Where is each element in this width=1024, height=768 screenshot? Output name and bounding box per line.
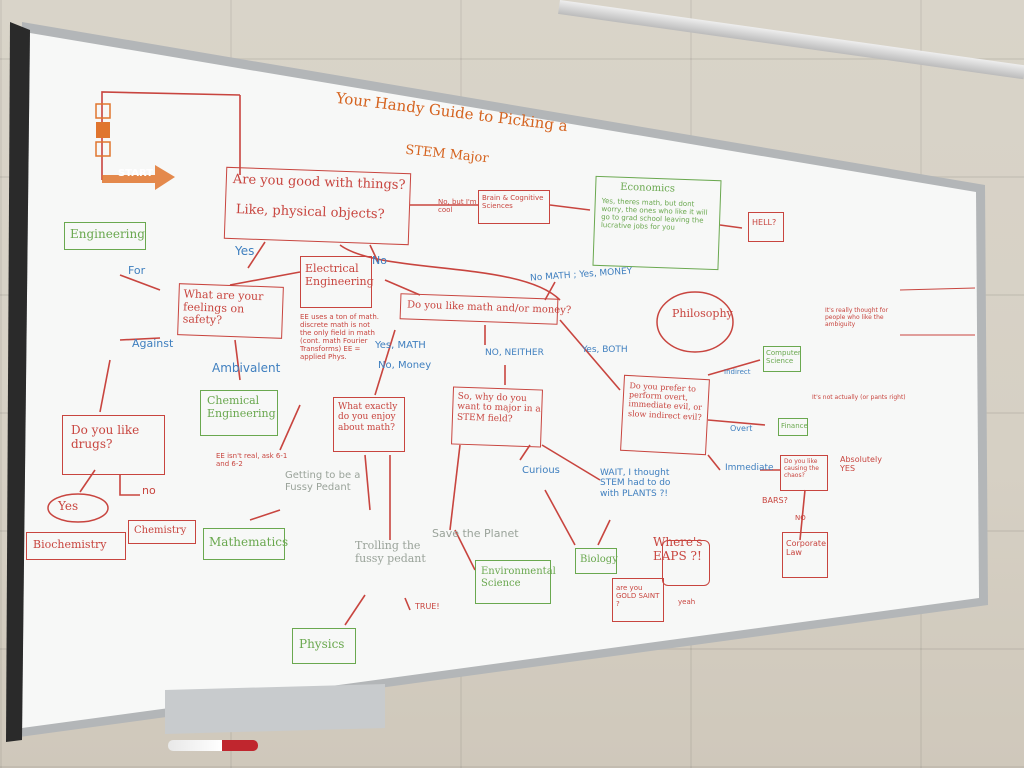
yeah-label: yeah	[678, 598, 696, 606]
against-label: Against	[132, 337, 174, 350]
engineering-box: Engineering	[64, 222, 146, 250]
wheres-eaps-label: Where's EAPS ?!	[653, 535, 703, 563]
economics-title: Economics	[620, 181, 676, 195]
gold-saint-box: are you GOLD SAINT ?	[612, 578, 664, 622]
start-icon-top	[95, 103, 111, 119]
immediate-label: Immediate	[725, 463, 774, 473]
chemistry-box: Chemistry	[128, 520, 196, 544]
things-question-line-2: Like, physical objects?	[235, 202, 385, 223]
for-label: For	[128, 264, 146, 277]
absolutely-yes: Absolutely YES	[840, 455, 882, 474]
safety-question: What are your feelings on safety?	[182, 287, 264, 327]
trolling-label: Trolling the fussy pedant	[355, 539, 426, 565]
math-money-question-box: Do you like math and/or money?	[399, 293, 571, 325]
math-money-question: Do you like math and/or money?	[406, 299, 572, 317]
environmental-box: Environmental Science	[475, 560, 556, 604]
corporate-law-box: Corporate Law	[782, 532, 828, 578]
overt-label: Overt	[730, 424, 753, 433]
mathematics-box: Mathematics	[203, 528, 289, 560]
wait-plants-note: WAIT, I thought STEM had to do with PLAN…	[600, 468, 671, 499]
why-stem-box: So, why do you want to major in a STEM f…	[451, 386, 543, 448]
evil-question-box: Do you prefer to perform overt, immediat…	[620, 374, 710, 456]
indirect-label: Indirect	[724, 368, 751, 376]
start-icon-mid	[96, 122, 110, 138]
yes-circle	[47, 493, 109, 523]
yes-circle-label: Yes	[58, 499, 79, 513]
wheres-eaps-box: Where's EAPS ?!	[653, 535, 710, 586]
no-neither-label: NO, NEITHER	[485, 348, 544, 358]
what-math-box: What exactly do you enjoy about math?	[333, 397, 405, 452]
engineering-label: Engineering	[70, 227, 145, 241]
environmental-label: Environmental Science	[481, 566, 556, 589]
mathematics-label: Mathematics	[209, 535, 289, 549]
no-but-cool: No, but I'm cool	[438, 198, 477, 215]
hell-label: HELL?	[752, 218, 777, 227]
biology-box: Biology	[575, 548, 618, 574]
chemical-box: Chemical Engineering	[200, 390, 278, 436]
chemistry-label: Chemistry	[134, 525, 187, 536]
economics-body: Yes, theres math, but dont worry, the on…	[600, 197, 708, 232]
things-question-line-1: Are you good with things?	[232, 172, 406, 194]
true-label: TRUE!	[415, 602, 440, 611]
electrical-box: Electrical Engineering	[300, 256, 374, 308]
what-math-question: What exactly do you enjoy about math?	[338, 402, 398, 433]
finance-label: Finance	[781, 422, 808, 430]
ee-isnt-real-note: EE isn't real, ask 6-1 and 6-2	[216, 452, 288, 469]
why-stem-question: So, why do you want to major in a STEM f…	[456, 391, 541, 425]
computer-science-box: Computer Science	[763, 346, 801, 372]
red-marker	[168, 740, 258, 751]
chaos-question: Do you like causing the chaos?	[784, 458, 819, 479]
bars-label: BARS?	[762, 496, 788, 505]
no-lower-label: NO	[795, 514, 806, 522]
computer-science-label: Computer Science	[766, 349, 801, 366]
drugs-question-box: Do you like drugs?	[62, 415, 165, 475]
biochemistry-label: Biochemistry	[33, 538, 107, 551]
economics-box: Economics Yes, theres math, but dont wor…	[592, 175, 722, 271]
getting-pedant-label: Getting to be a Fussy Pedant	[285, 470, 361, 493]
yes-label: Yes	[235, 244, 255, 258]
no-money-label: No, Money	[378, 360, 432, 371]
physics-box: Physics	[292, 628, 356, 664]
evil-question: Do you prefer to perform overt, immediat…	[627, 381, 703, 422]
gold-saint-question: are you GOLD SAINT ?	[616, 584, 660, 609]
brain-box: Brain & Cognitive Sciences	[478, 190, 550, 224]
brain-label: Brain & Cognitive Sciences	[482, 194, 544, 211]
safety-question-box: What are your feelings on safety?	[177, 283, 284, 339]
ee-math-note: EE uses a ton of math. discrete math is …	[300, 313, 380, 362]
yes-both-label: Yes, BOTH	[582, 345, 628, 355]
save-planet-label: Save the Planet	[432, 527, 519, 540]
curious-label: Curious	[522, 465, 560, 476]
finance-box: Finance	[778, 418, 808, 436]
electrical-label: Electrical Engineering	[305, 262, 374, 288]
chemical-label: Chemical Engineering	[207, 394, 276, 420]
philosophy-side-note: It's really thought for people who like …	[825, 307, 889, 328]
chaos-question-box: Do you like causing the chaos?	[780, 455, 828, 491]
corporate-law-label: Corporate Law	[786, 539, 826, 558]
drugs-question: Do you like drugs?	[71, 423, 140, 451]
biochemistry-box: Biochemistry	[26, 532, 126, 560]
no-arrow-label: no	[142, 484, 156, 497]
side-note: It's not actually (or pants right)	[812, 394, 906, 401]
start-label: START	[118, 168, 154, 179]
philosophy-circle	[656, 291, 734, 353]
start-icon-bottom	[95, 141, 111, 157]
no-label: No	[372, 254, 387, 267]
yes-math-label: Yes, MATH	[375, 340, 426, 351]
things-question-box: Are you good with things? Like, physical…	[223, 166, 412, 246]
ambivalent-label: Ambivalent	[212, 361, 281, 375]
physics-label: Physics	[299, 637, 345, 651]
hell-box: HELL?	[748, 212, 784, 242]
biology-label: Biology	[580, 554, 618, 565]
philosophy-label: Philosophy	[672, 307, 733, 320]
